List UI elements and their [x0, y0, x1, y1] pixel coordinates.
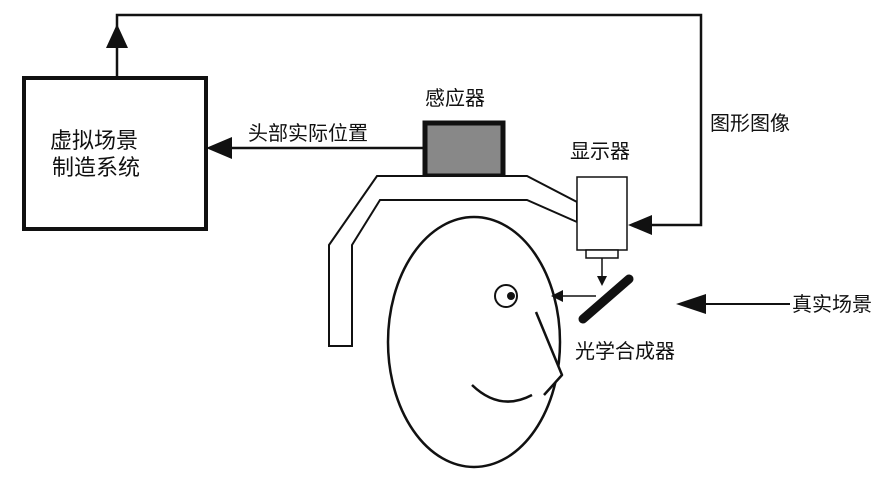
virtual-scene-system-box — [22, 76, 208, 231]
graphic-image-label: 图形图像 — [710, 111, 790, 135]
display-box — [576, 176, 628, 251]
vr-system-label-line2: 制造系统 — [52, 156, 140, 181]
sensor-box — [422, 120, 506, 179]
eye — [494, 284, 518, 308]
optical-combiner-label: 光学合成器 — [575, 339, 675, 363]
headset-frame — [328, 175, 578, 347]
head-position-label: 头部实际位置 — [248, 121, 368, 145]
display-lens — [585, 249, 619, 259]
arrow-into-display — [628, 215, 652, 235]
arrow-up-to-system — [106, 24, 128, 48]
display-label: 显示器 — [570, 139, 630, 163]
optical-combiner — [578, 274, 634, 324]
arrow-into-system — [206, 137, 232, 159]
nose — [534, 311, 564, 396]
pupil — [507, 292, 515, 300]
display-beam-arrow — [597, 276, 607, 286]
sensor-label: 感应器 — [425, 86, 485, 110]
arrow-to-eye — [551, 290, 563, 302]
real-scene-label: 真实场景 — [792, 292, 872, 316]
vr-system-label-line1: 虚拟场景 — [50, 129, 138, 154]
head-outline — [386, 215, 562, 469]
arrow-from-real-scene — [676, 294, 706, 314]
mouth — [471, 384, 533, 403]
